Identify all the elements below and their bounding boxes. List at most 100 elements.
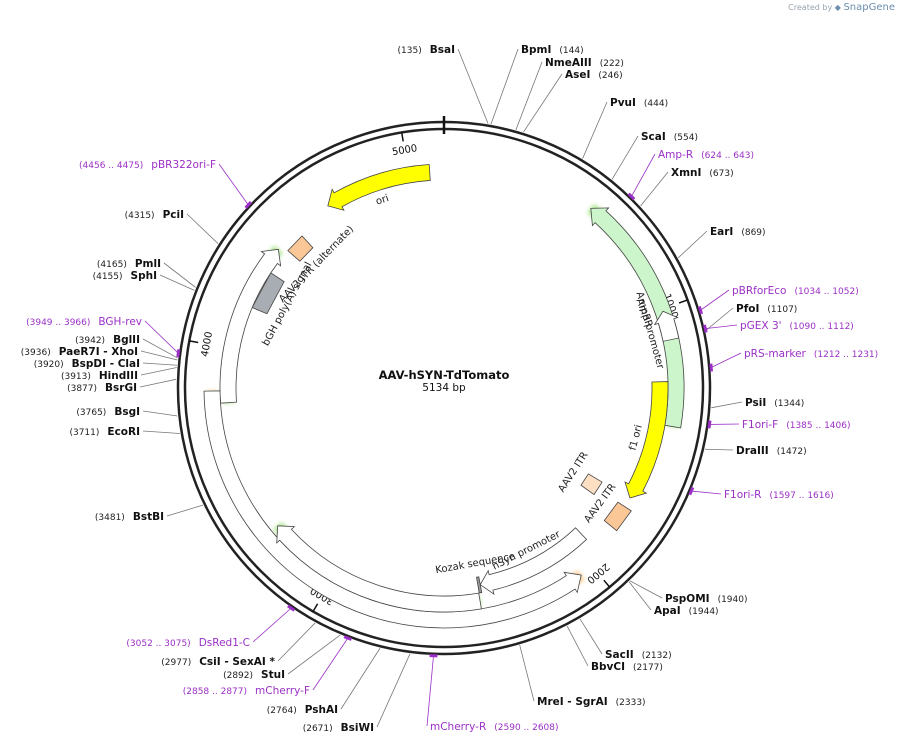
site-label-paer7i-xhoi[interactable]: (3936)PaeR7I - XhoI [21,346,138,358]
site-label-bpmi[interactable]: BpmI(144) [521,44,584,56]
site-label-sacii[interactable]: SacII(2132) [605,649,672,661]
site-position: (869) [741,228,765,238]
feature-kozak-sequence[interactable] [476,576,483,594]
primer-label-amp-r[interactable]: Amp-R(624 .. 643) [658,149,754,161]
site-label-eari[interactable]: EarI(869) [710,226,766,238]
primer-leader-line [312,637,349,691]
site-leader-line [376,653,411,728]
site-label-bglii[interactable]: (3942)BglII [75,334,140,346]
site-label-pcii[interactable]: (4315)PciI [125,209,184,221]
site-label-apai[interactable]: ApaI(1944) [654,605,719,617]
primer-leader-line [691,490,722,495]
site-label-xmni[interactable]: XmnI(673) [671,167,734,179]
site-label-bspdi-clai[interactable]: (3920)BspDI - ClaI [34,358,140,370]
site-label-bbvci[interactable]: BbvCI(2177) [591,661,663,673]
site-label-pmli[interactable]: (4165)PmlI [97,258,161,270]
site-label-draiii[interactable]: DraIII(1472) [736,445,807,457]
site-name: BbvCI [591,661,625,673]
primer-label-pbrforeco[interactable]: pBRforEco(1034 .. 1052) [732,285,859,297]
credit-text: Created by [788,3,833,12]
site-leader-line [677,230,708,259]
primer-label-mcherry-f[interactable]: (2858 .. 2877)mCherry-F [183,685,310,697]
plasmid-size: 5134 bp [422,382,466,394]
site-position: (3913) [61,372,91,382]
primer-label-pbr322ori-f[interactable]: (4456 .. 4475)pBR322ori-F [79,159,216,171]
primer-label-dsred1-c[interactable]: (3052 .. 3075)DsRed1-C [126,637,250,649]
site-label-stui[interactable]: (2892)StuI [223,669,285,681]
primer-name: BGH-rev [98,316,142,328]
site-name: PaeR7I - XhoI [59,346,138,358]
primer-name: mCherry-R [430,721,486,733]
site-name: PciI [163,209,184,221]
site-position: (2333) [616,698,646,708]
feature-label-f1-ori: f1 ori [628,424,645,452]
primer-position: (1034 .. 1052) [794,287,858,297]
site-name: PshAI [305,704,338,716]
site-label-bsrgi[interactable]: (3877)BsrGI [67,382,137,394]
site-name: BsaI [430,44,455,56]
feature-ampr-promoter[interactable] [653,310,680,342]
credit-brand: SnapGene [843,2,895,13]
feature-orf-11[interactable] [203,390,582,629]
feature-orf-10[interactable] [219,248,282,404]
site-leader-line [566,625,589,667]
primer-marker [707,420,712,429]
site-name: PfoI [736,303,759,315]
site-label-bsai[interactable]: (135)BsaI [398,44,455,56]
primer-label-f1ori-r[interactable]: F1ori-R(1597 .. 1616) [724,489,834,501]
primer-name: F1ori-R [724,489,761,501]
site-label-pshai[interactable]: (2764)PshAI [267,704,338,716]
primer-leader-line [252,607,292,643]
site-label-scai[interactable]: ScaI(554) [641,131,698,143]
site-label-pvui[interactable]: PvuI(444) [610,97,668,109]
site-label-ecori[interactable]: (3711)EcoRI [69,426,140,438]
site-label-psii[interactable]: PsiI(1344) [745,397,804,409]
site-leader-line [142,362,177,366]
site-position: (3481) [95,513,125,523]
primer-label-pgex-3[interactable]: pGEX 3'(1090 .. 1112) [740,320,854,332]
site-leader-line [457,48,489,124]
site-leader-line [711,401,743,409]
primer-sites: Amp-R(624 .. 643) pBRforEco(1034 .. 1052)… [26,149,878,733]
primer-label-prs-marker[interactable]: pRS-marker(1212 .. 1231) [744,348,878,360]
site-leader-line [140,350,178,361]
site-name: ScaI [641,131,666,143]
site-label-csii-sexai[interactable]: (2977)CsiI - SexAI * [161,656,275,668]
feature-ori[interactable] [327,164,431,211]
site-position: (3877) [67,384,97,394]
feature-bgh-poly-a-signal[interactable] [251,272,285,315]
primer-marker [688,486,695,496]
site-name: BpmI [521,44,551,56]
site-label-sphi[interactable]: (4155)SphI [93,270,157,282]
feature-aav2-itr[interactable] [603,501,632,532]
feature-aav2-itr[interactable] [580,473,603,496]
primer-label-bgh-rev[interactable]: (3949 .. 3966)BGH-rev [26,316,142,328]
primer-label-mcherry-r[interactable]: mCherry-R(2590 .. 2608) [430,721,559,733]
site-leader-line [490,48,519,125]
site-leader-line [287,634,341,675]
site-name: SphI [131,270,157,282]
site-leader-line [140,367,177,376]
feature-f1-ori[interactable] [624,381,669,499]
site-label-mrei-sgrai[interactable]: MreI - SgrAI(2333) [537,696,646,708]
primer-position: (3052 .. 3075) [126,639,190,649]
primer-position: (1385 .. 1406) [786,421,850,431]
site-name: SacII [605,649,634,661]
feature-orf-12[interactable] [276,525,482,613]
site-label-nmeaiii[interactable]: NmeAIII(222) [545,57,624,69]
site-name: ApaI [654,605,681,617]
feature-aav2-itr-alternate[interactable] [287,235,314,262]
site-label-bsiwi[interactable]: (2671)BsiWI [303,722,374,734]
site-label-bstbi[interactable]: (3481)BstBI [95,511,164,523]
site-label-pspomi[interactable]: PspOMI(1940) [665,593,748,605]
site-leader-line [163,262,196,288]
feature-hsyn-promoter[interactable] [479,527,588,595]
site-label-pfoi[interactable]: PfoI(1107) [736,303,797,315]
site-label-asei[interactable]: AseI(246) [565,69,623,81]
site-label-bsgi[interactable]: (3765)BsgI [76,406,140,418]
plasmid-name: AAV-hSYN-TdTomato [379,368,510,382]
site-label-hindiii[interactable]: (3913)HindIII [61,370,138,382]
primer-label-f1ori-f[interactable]: F1ori-F(1385 .. 1406) [742,419,851,431]
site-position: (2892) [223,671,253,681]
